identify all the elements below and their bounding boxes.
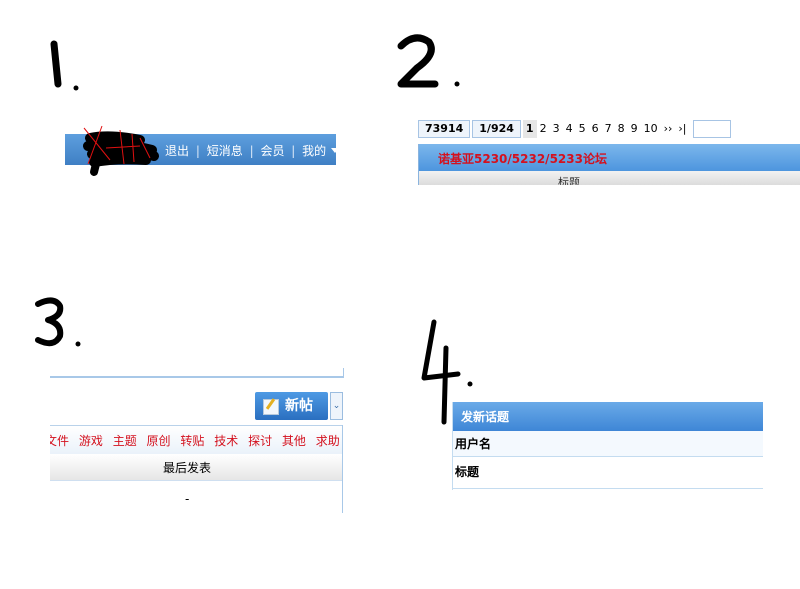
category-link[interactable]: 技术 (214, 434, 239, 448)
category-link[interactable]: 主题 (112, 434, 137, 448)
divider (50, 368, 344, 378)
redacted-scribble (80, 124, 160, 180)
last-page-link[interactable]: ›| (678, 122, 687, 135)
divider (342, 425, 343, 513)
page-link[interactable]: 6 (591, 122, 599, 135)
separator: | (291, 144, 296, 158)
page-link[interactable]: 3 (552, 122, 560, 135)
marker-1 (48, 36, 88, 92)
category-link[interactable]: 其他 (281, 434, 306, 448)
page-link-current[interactable]: 1 (522, 120, 537, 138)
page-link[interactable]: 5 (578, 122, 586, 135)
new-post-button[interactable]: 新帖 (255, 392, 328, 420)
members-link[interactable]: 会员 (260, 144, 285, 158)
marker-4 (418, 318, 478, 428)
page-link[interactable]: 2 (539, 122, 547, 135)
subject-row: 标题 (452, 457, 763, 489)
next-page-link[interactable]: ›› (663, 122, 673, 135)
messages-link[interactable]: 短消息 (206, 144, 243, 158)
page-indicator: 1/924 (472, 120, 521, 138)
marker-2 (395, 32, 470, 92)
category-link[interactable]: 求助 (315, 434, 340, 448)
page-link[interactable]: 7 (604, 122, 612, 135)
new-post-label: 新帖 (285, 398, 313, 414)
last-post-value: - (185, 492, 190, 506)
separator: | (195, 144, 200, 158)
category-link[interactable]: 原创 (146, 434, 171, 448)
pencil-icon (263, 399, 279, 415)
page-link[interactable]: 10 (643, 122, 658, 135)
marker-3 (32, 296, 87, 351)
column-header: 标题 (418, 171, 800, 185)
page-link[interactable]: 4 (565, 122, 573, 135)
forum-title[interactable]: 诺基亚5230/5232/5233论坛 (438, 152, 607, 166)
total-count: 73914 (418, 120, 471, 138)
new-topic-title: 发新话题 (461, 410, 510, 424)
divider (452, 402, 453, 490)
divider (418, 144, 419, 185)
forum-header (418, 144, 800, 171)
new-topic-header (452, 402, 763, 431)
chevron-down-icon[interactable] (331, 148, 340, 153)
last-post-header: 最后发表 (50, 454, 343, 481)
separator: | (249, 144, 254, 158)
page-link[interactable]: 8 (617, 122, 625, 135)
category-link[interactable]: 文件 (50, 434, 70, 448)
chevron-down-icon[interactable]: ⌄ (330, 392, 343, 420)
category-bar: 文件 游戏 主题 原创 转贴 技术 探讨 其他 求助 分享 (50, 425, 343, 455)
username-row: 用户名 (452, 431, 763, 457)
last-post-label: 最后发表 (163, 461, 212, 475)
username-label: 用户名 (455, 437, 492, 451)
page-jump-input[interactable] (692, 120, 731, 138)
page-link[interactable]: 9 (630, 122, 638, 135)
logout-link[interactable]: 退出 (165, 144, 190, 158)
subject-label: 标题 (455, 465, 480, 479)
column-title-label: 标题 (558, 176, 580, 185)
category-link[interactable]: 探讨 (248, 434, 273, 448)
pagination: 73914 1/924 1 2 3 4 5 6 7 8 9 10 ›› ›| (418, 120, 731, 138)
category-link[interactable]: 转贴 (180, 434, 205, 448)
my-menu-link[interactable]: 我的 (302, 144, 327, 158)
user-links: 退出 | 短消息 | 会员 | 我的 (165, 142, 342, 159)
category-link[interactable]: 游戏 (78, 434, 103, 448)
